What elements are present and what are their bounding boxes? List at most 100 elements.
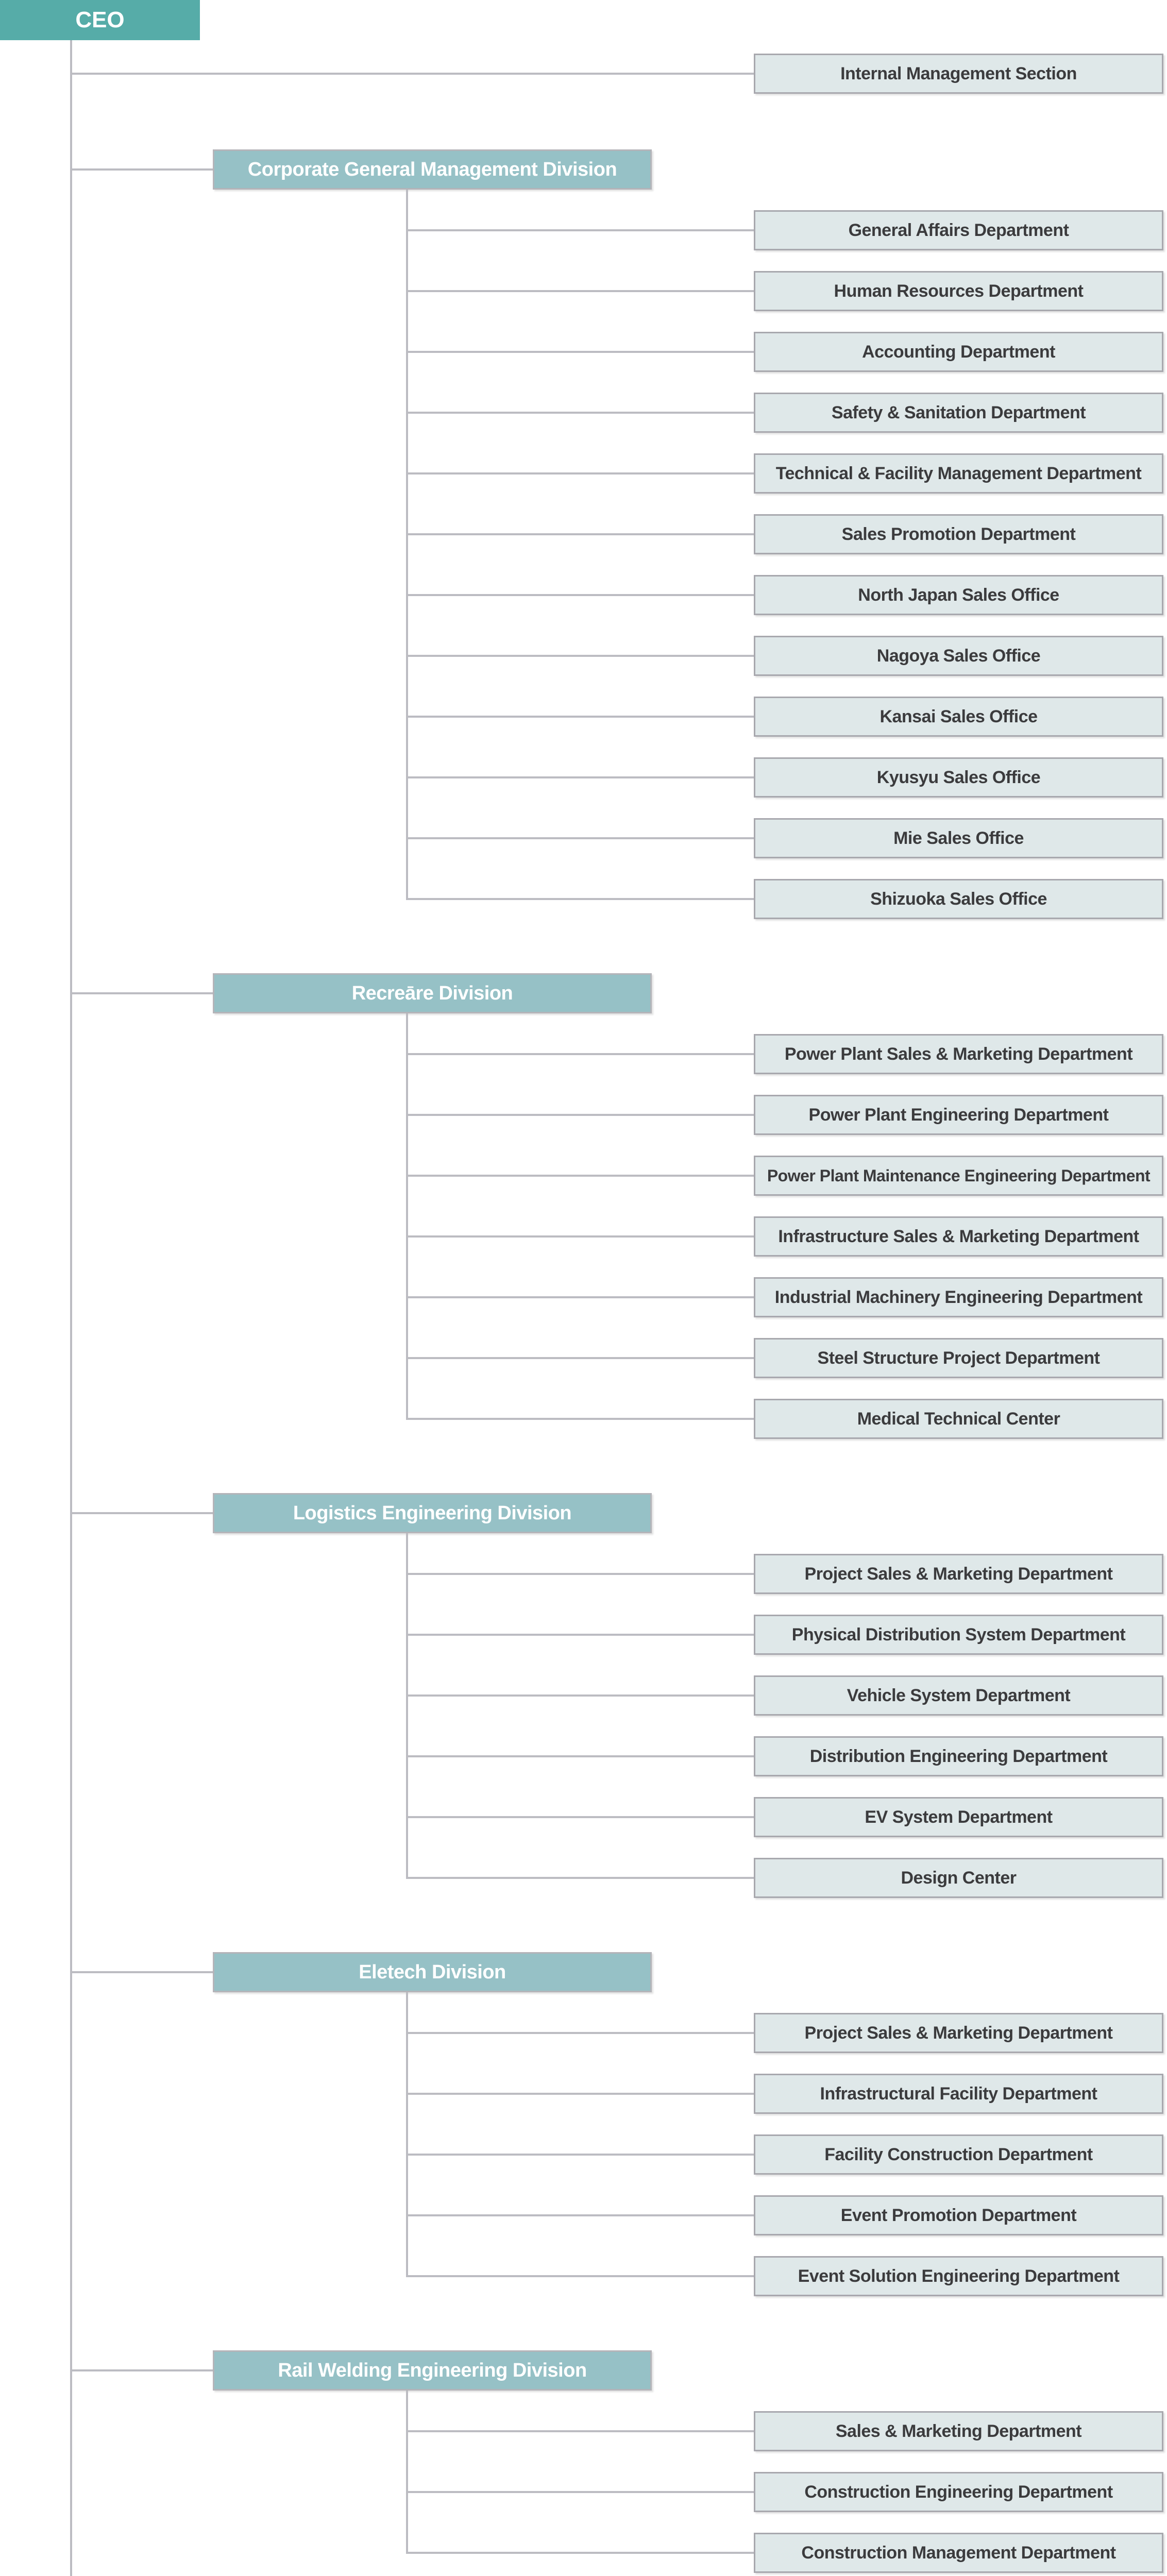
department-box: Distribution Engineering Department [754,1736,1163,1776]
department-box-label: Sales & Marketing Department [835,2421,1082,2441]
department-box-label: Project Sales & Marketing Department [804,2023,1113,2043]
department-connector-line [407,776,754,778]
department-box-label: North Japan Sales Office [858,585,1059,605]
department-box: Power Plant Engineering Department [754,1095,1163,1135]
department-connector-line [407,2154,754,2156]
sub-trunk-line [406,1533,408,1879]
department-box-label: General Affairs Department [848,220,1069,240]
division-header: Rail Welding Engineering Division [213,2350,652,2391]
department-box: Design Center [754,1858,1163,1898]
department-box: Steel Structure Project Department [754,1338,1163,1378]
department-box: Power Plant Sales & Marketing Department [754,1034,1163,1074]
department-box-label: Kyusyu Sales Office [876,767,1041,787]
department-box: Nagoya Sales Office [754,636,1163,676]
department-connector-line [407,1573,754,1575]
department-box-label: Mie Sales Office [893,828,1024,848]
department-connector-line [407,1877,754,1879]
department-connector-line [407,1357,754,1359]
sub-trunk-line [406,1013,408,1420]
department-box: Facility Construction Department [754,2134,1163,2175]
department-connector-line [407,1114,754,1116]
department-box: Infrastructure Sales & Marketing Departm… [754,1216,1163,1257]
department-box: Construction Engineering Department [754,2472,1163,2512]
division-connector-line [71,1512,213,1514]
ceo-box: CEO [0,0,200,40]
department-box: EV System Department [754,1797,1163,1837]
trunk-line [70,40,72,2576]
department-box-label: Event Solution Engineering Department [798,2266,1120,2286]
department-box-label: Construction Management Department [801,2543,1116,2563]
department-box-label: Event Promotion Department [840,2205,1077,2225]
department-box-label: Safety & Sanitation Department [831,402,1086,422]
department-connector-line [407,1296,754,1298]
department-box: North Japan Sales Office [754,575,1163,615]
department-box-label: Medical Technical Center [857,1409,1060,1429]
department-box: Power Plant Maintenance Engineering Depa… [754,1156,1163,1196]
department-box: Sales & Marketing Department [754,2411,1163,2451]
department-box: Event Solution Engineering Department [754,2256,1163,2296]
department-connector-line [407,898,754,900]
division-connector-line [71,1971,213,1973]
department-connector-line [407,412,754,414]
department-box-label: Construction Engineering Department [804,2482,1113,2502]
department-connector-line [407,1634,754,1636]
department-connector-line [407,1235,754,1238]
department-connector-line [407,716,754,718]
department-box: Project Sales & Marketing Department [754,1554,1163,1594]
department-box: Sales Promotion Department [754,514,1163,554]
department-connector-line [407,2032,754,2034]
department-box: Kansai Sales Office [754,697,1163,737]
ceo-label: CEO [75,7,125,32]
department-connector-line [407,2491,754,2493]
department-box-label: Nagoya Sales Office [876,646,1041,666]
sub-trunk-line [406,190,408,900]
department-connector-line [407,229,754,231]
internal-management-section-box: Internal Management Section [754,54,1163,94]
department-box: Construction Management Department [754,2533,1163,2573]
division-header-label: Corporate General Management Division [247,158,617,180]
department-box-label: Physical Distribution System Department [791,1624,1126,1645]
department-box: General Affairs Department [754,210,1163,250]
division-connector-line [71,2369,213,2371]
division-header: Logistics Engineering Division [213,1493,652,1533]
department-connector-line [407,2430,754,2432]
department-connector-line [407,472,754,474]
department-box-label: Infrastructure Sales & Marketing Departm… [778,1226,1139,1246]
department-box: Event Promotion Department [754,2195,1163,2235]
department-box-label: Vehicle System Department [847,1685,1071,1705]
department-connector-line [407,837,754,839]
department-box-label: Steel Structure Project Department [817,1348,1100,1368]
department-connector-line [407,655,754,657]
department-box-label: Power Plant Engineering Department [808,1105,1109,1125]
department-connector-line [407,290,754,292]
department-box: Shizuoka Sales Office [754,879,1163,919]
department-box-label: Sales Promotion Department [841,524,1076,544]
department-box: Physical Distribution System Department [754,1615,1163,1655]
department-box-label: EV System Department [865,1807,1053,1827]
department-box-label: Infrastructural Facility Department [820,2083,1097,2104]
department-box: Vehicle System Department [754,1675,1163,1716]
division-header-label: Eletech Division [359,1961,506,1983]
department-connector-line [407,1816,754,1818]
department-box-label: Power Plant Sales & Marketing Department [784,1044,1133,1064]
division-header-label: Logistics Engineering Division [293,1502,572,1524]
department-connector-line [407,1694,754,1697]
department-box: Safety & Sanitation Department [754,393,1163,433]
division-header: Recreāre Division [213,973,652,1013]
department-box-label: Human Resources Department [834,281,1084,301]
department-connector-line [407,594,754,596]
department-box-label: Accounting Department [862,342,1055,362]
division-header-label: Recreāre Division [351,982,513,1004]
department-connector-line [407,2093,754,2095]
department-box: Medical Technical Center [754,1399,1163,1439]
department-box: Mie Sales Office [754,818,1163,858]
department-connector-line [407,533,754,535]
department-box: Infrastructural Facility Department [754,2074,1163,2114]
department-connector-line [407,351,754,353]
department-box: Technical & Facility Management Departme… [754,453,1163,494]
department-box-label: Design Center [901,1868,1017,1888]
division-header: Corporate General Management Division [213,149,652,190]
division-connector-line [71,992,213,994]
department-box-label: Kansai Sales Office [880,706,1038,726]
department-box: Project Sales & Marketing Department [754,2013,1163,2053]
